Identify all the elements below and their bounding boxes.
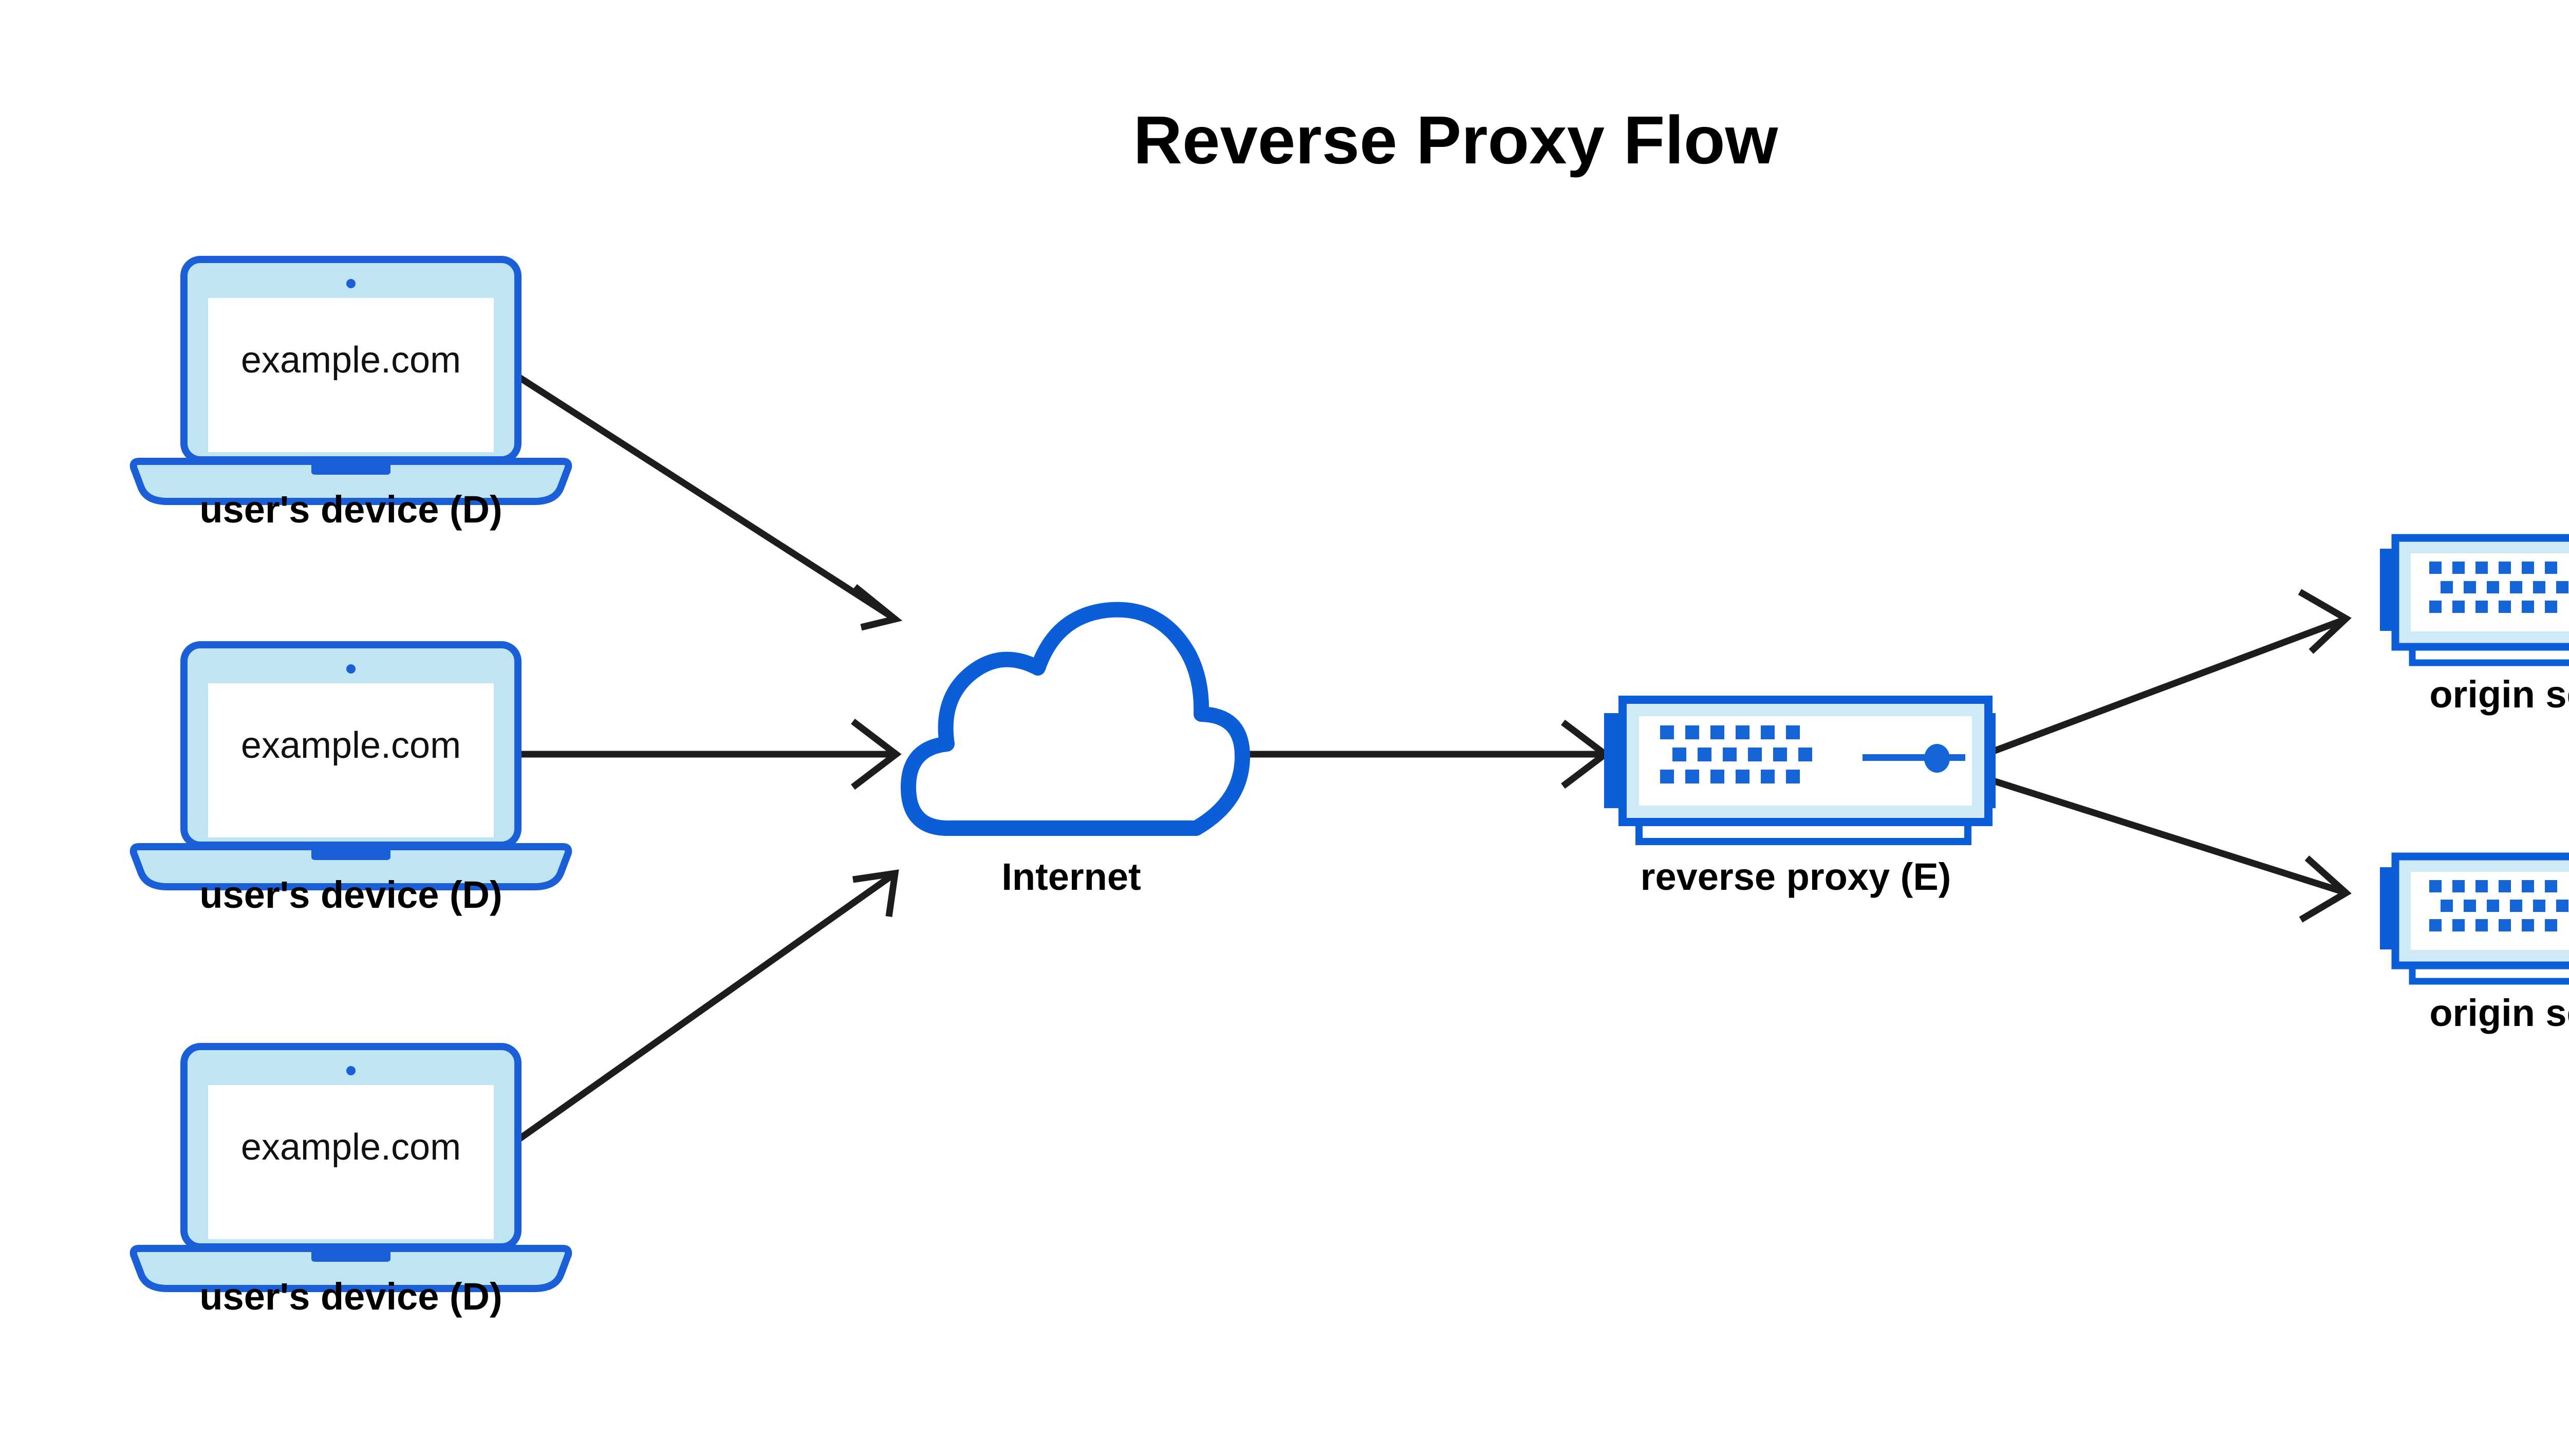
edge-layer xyxy=(504,366,2352,1151)
webcam-icon xyxy=(346,1066,356,1075)
laptop-trackpad-notch xyxy=(311,461,390,475)
reverse-proxy-label: reverse proxy (E) xyxy=(1641,855,1951,898)
laptop-base xyxy=(129,458,572,505)
reverse-proxy-node[interactable]: reverse proxy (E) xyxy=(1604,696,1996,898)
laptop-trackpad-notch xyxy=(311,1248,390,1262)
laptop-base xyxy=(129,843,572,890)
device-node-middle[interactable]: example.com user's device (D) xyxy=(129,641,572,916)
internet-node[interactable]: Internet xyxy=(901,602,1250,898)
screen-url-text: example.com xyxy=(241,340,461,381)
edge-device-middle-to-internet xyxy=(509,718,902,790)
device-bottom-label: user's device (D) xyxy=(199,1275,502,1318)
server-status-line-icon xyxy=(1863,754,1965,761)
laptop-trackpad-notch xyxy=(311,847,390,860)
server-port-grid-icon xyxy=(2429,880,2568,931)
laptop-base xyxy=(129,1245,572,1292)
cloud-icon xyxy=(901,602,1250,836)
edge-internet-to-proxy xyxy=(1243,719,1611,789)
edge-proxy-to-origin-bottom xyxy=(1993,777,2352,923)
origin-server-bottom-label: origin server (F) xyxy=(2429,992,2569,1034)
server-status-dot-icon xyxy=(1924,744,1950,773)
laptop-screen xyxy=(208,1085,494,1239)
server-port-grid-icon xyxy=(2429,562,2568,613)
device-node-bottom[interactable]: example.com user's device (D) xyxy=(129,1043,572,1318)
edge-device-top-to-internet xyxy=(504,366,903,631)
edge-proxy-to-origin-top xyxy=(1992,589,2352,755)
laptop-screen xyxy=(208,298,494,452)
webcam-icon xyxy=(346,279,356,288)
laptop-screen xyxy=(208,683,494,837)
internet-label: Internet xyxy=(1001,855,1141,898)
screen-url-text: example.com xyxy=(241,1127,461,1168)
device-top-label: user's device (D) xyxy=(199,488,502,531)
origin-server-top-label: origin server (F) xyxy=(2429,673,2569,716)
edge-device-bottom-to-internet xyxy=(504,869,899,1151)
origin-server-bottom-node[interactable]: origin server (F) xyxy=(2380,852,2569,1034)
server-port-grid-icon xyxy=(1660,725,1812,783)
device-middle-label: user's device (D) xyxy=(199,873,502,916)
origin-server-top-node[interactable]: origin server (F) xyxy=(2380,534,2569,716)
webcam-icon xyxy=(346,664,356,674)
device-node-top[interactable]: example.com user's device (D) xyxy=(129,256,572,531)
page-title: Reverse Proxy Flow xyxy=(1133,102,1778,178)
screen-url-text: example.com xyxy=(241,725,461,766)
